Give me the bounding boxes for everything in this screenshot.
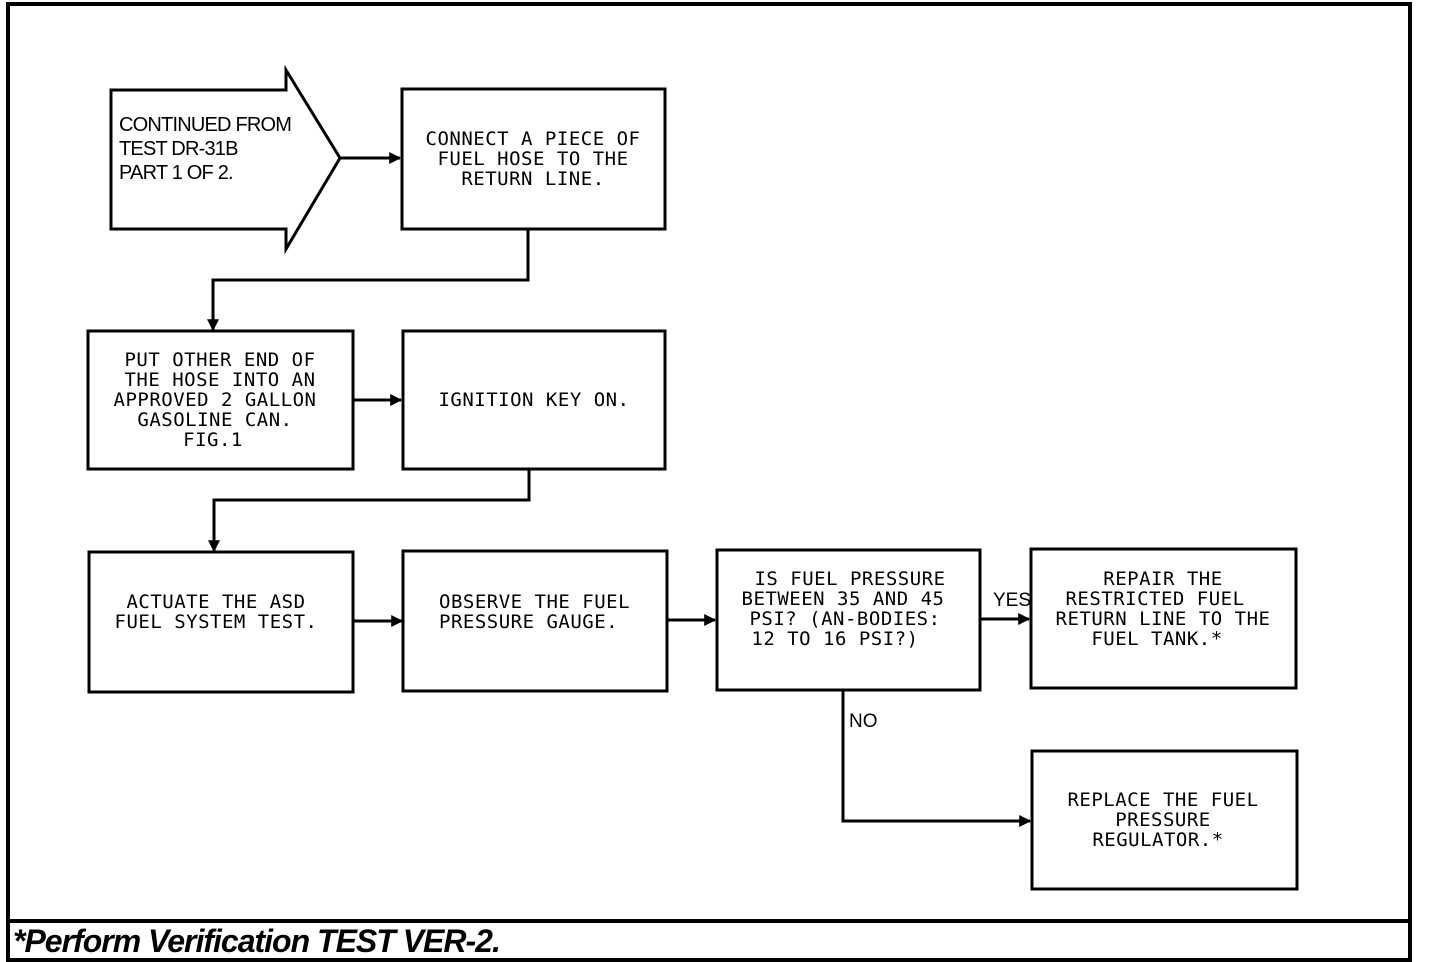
outer-frame: [6, 2, 1412, 962]
step-text: REGULATOR.*: [1092, 829, 1223, 851]
step-put-hose-in-can: PUT OTHER END OF THE HOSE INTO AN APPROV…: [86, 329, 355, 471]
step-repair-return-line: REPAIR THE RESTRICTED FUEL RETURN LINE T…: [1029, 547, 1298, 690]
start-text-line-3: PART 1 OF 2.: [119, 162, 233, 184]
step-text: REPLACE THE FUEL: [1067, 789, 1258, 811]
step-observe-gauge: OBSERVE THE FUEL PRESSURE GAUGE.: [401, 549, 669, 693]
step-text: ACTUATE THE ASD: [126, 591, 305, 613]
step-text: GASOLINE CAN.: [137, 409, 292, 431]
step-text: OBSERVE THE FUEL: [439, 591, 630, 613]
step-connect-hose: CONNECT A PIECE OF FUEL HOSE TO THE RETU…: [400, 87, 667, 231]
start-arrow-node: CONTINUED FROM TEST DR-31B PART 1 OF 2.: [109, 64, 342, 255]
branch-label-yes: YES: [993, 590, 1031, 611]
decision-text: PSI? (AN-BODIES:: [749, 608, 940, 630]
step-actuate-asd: ACTUATE THE ASD FUEL SYSTEM TEST.: [87, 550, 355, 694]
step-text: PUT OTHER END OF: [124, 349, 315, 371]
decision-text: BETWEEN 35 AND 45: [742, 588, 945, 610]
connector-decision-no: [841, 690, 1032, 827]
step-text: FIG.1: [183, 429, 243, 451]
step-replace-regulator: REPLACE THE FUEL PRESSURE REGULATOR.*: [1030, 749, 1299, 891]
step-text: FUEL HOSE TO THE: [437, 148, 628, 170]
step-text: THE HOSE INTO AN: [124, 369, 315, 391]
step-text: RETURN LINE.: [461, 168, 604, 190]
step-text: RETURN LINE TO THE: [1056, 608, 1271, 630]
step-text: FUEL TANK.*: [1091, 628, 1222, 650]
step-text: FUEL SYSTEM TEST.: [115, 611, 318, 633]
branch-label-no: NO: [849, 711, 878, 732]
step-text: PRESSURE: [1115, 809, 1211, 831]
step-text: IGNITION KEY ON.: [438, 389, 629, 411]
step-text: RESTRICTED FUEL: [1065, 588, 1244, 610]
decision-text: 12 TO 16 PSI?): [751, 628, 918, 650]
connector-connect-to-put: [207, 229, 530, 332]
step-text: APPROVED 2 GALLON: [114, 389, 317, 411]
step-text: PRESSURE GAUGE.: [439, 611, 618, 633]
step-text: REPAIR THE: [1103, 568, 1222, 590]
decision-fuel-pressure: IS FUEL PRESSURE BETWEEN 35 AND 45 PSI? …: [715, 548, 982, 692]
step-text: CONNECT A PIECE OF: [426, 128, 641, 150]
step-ignition-on: IGNITION KEY ON.: [401, 329, 667, 471]
decision-text: IS FUEL PRESSURE: [754, 568, 945, 590]
connector-ignition-to-actuate: [208, 469, 531, 553]
start-text-line-1: CONTINUED FROM: [119, 114, 291, 136]
start-text-line-2: TEST DR-31B: [119, 138, 238, 160]
footer-note: *Perform Verification TEST VER-2.: [13, 923, 500, 959]
